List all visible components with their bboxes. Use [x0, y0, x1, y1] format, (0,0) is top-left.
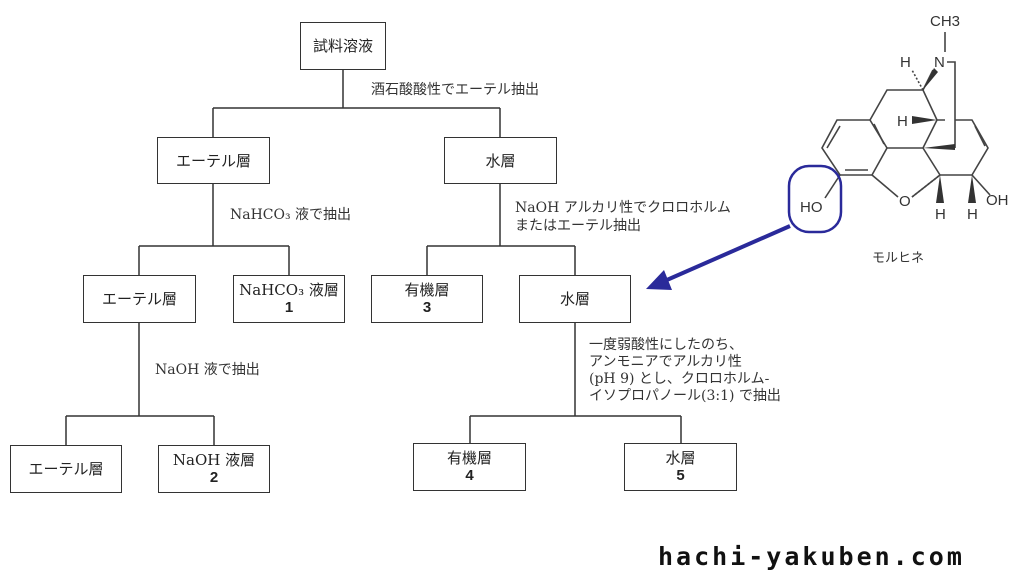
step-label: 酒石酸酸性でエーテル抽出	[371, 82, 539, 98]
watermark: hachi-yakuben.com	[658, 542, 965, 571]
box-label: NaOH 液層	[172, 451, 256, 469]
arrow-icon	[646, 224, 791, 290]
box-label: 水層	[485, 151, 516, 170]
step-label: NaOH アルカリ性でクロロホルム	[515, 200, 731, 216]
water-layer-box: 水層	[444, 137, 557, 184]
sample-solution-box: 試料溶液	[300, 22, 386, 70]
h-label: H	[935, 206, 946, 223]
box-label: 有機層	[404, 281, 450, 299]
ether-layer-box: エーテル層	[157, 137, 270, 184]
box-label: エーテル層	[28, 460, 104, 478]
highlight-circle	[787, 164, 843, 234]
ether-layer-box: エーテル層	[83, 275, 196, 323]
ether-layer-box: エーテル層	[10, 445, 122, 493]
step-label: アンモニアでアルカリ性	[589, 354, 742, 370]
step-label: またはエーテル抽出	[515, 218, 641, 234]
fraction-number: 1	[284, 299, 294, 316]
water-layer-box: 水層	[519, 275, 631, 323]
fraction-number: 4	[465, 467, 474, 484]
h-label: H	[897, 113, 908, 130]
h-label: H	[900, 54, 911, 71]
box-label: エーテル層	[101, 290, 177, 308]
morphine-structure	[821, 32, 991, 199]
molecule-name: モルヒネ	[872, 250, 924, 265]
fraction-number: 2	[209, 469, 219, 486]
fraction-number: 5	[676, 467, 685, 484]
n-label: N	[934, 54, 945, 71]
oh-label: OH	[986, 192, 1009, 209]
fraction-number: 3	[422, 299, 432, 316]
box-label: 水層	[665, 449, 696, 467]
box-label: NaHCO₃ 液層	[239, 281, 339, 299]
box-label: 有機層	[446, 449, 492, 467]
step-label: 一度弱酸性にしたのち、	[589, 337, 743, 353]
o-label: O	[899, 193, 911, 210]
box-label: 試料溶液	[312, 37, 373, 55]
step-label: NaHCO₃ 液で抽出	[230, 207, 352, 223]
box-label: 水層	[559, 290, 590, 308]
step-label: (pH 9) とし、クロロホルム-	[589, 371, 770, 387]
h-label: H	[967, 206, 978, 223]
ch3-label: CH3	[930, 13, 960, 30]
step-label: イソプロパノール(3:1) で抽出	[589, 388, 781, 404]
ho-label: HO	[800, 199, 823, 216]
step-label: NaOH 液で抽出	[155, 362, 260, 378]
box-label: エーテル層	[175, 151, 251, 170]
